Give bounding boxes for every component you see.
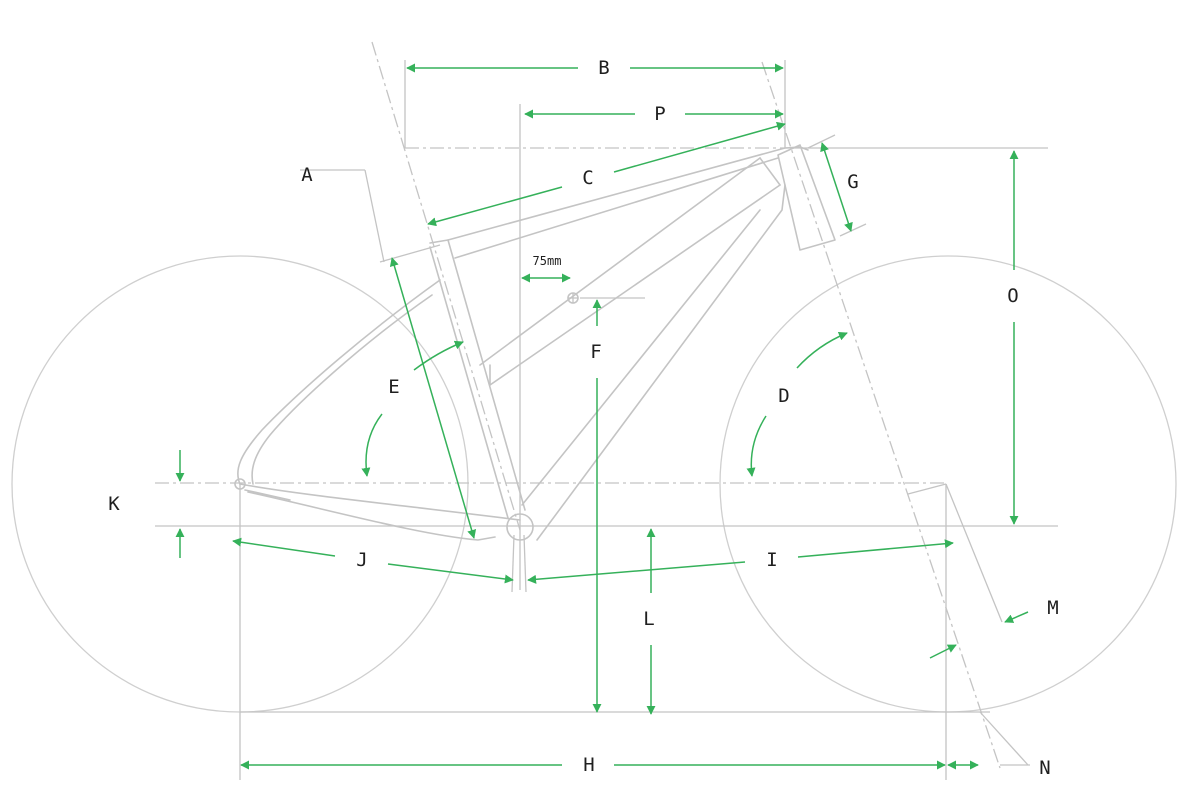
label-m: M xyxy=(1047,597,1058,619)
label-k: K xyxy=(108,493,120,515)
bike-frame xyxy=(234,144,836,541)
label-d: D xyxy=(778,385,789,407)
steering-axis xyxy=(761,61,1001,769)
label-p: P xyxy=(654,103,665,125)
label-i: I xyxy=(766,549,777,571)
label-j: J xyxy=(356,549,367,571)
label-o: O xyxy=(1007,285,1018,307)
reference-lines xyxy=(155,60,1058,780)
label-h: H xyxy=(583,754,594,776)
label-l: L xyxy=(643,608,654,630)
bottom-bracket xyxy=(506,513,534,541)
label-f: F xyxy=(590,341,601,363)
label-b: B xyxy=(598,57,609,79)
label-a: A xyxy=(301,164,313,186)
front-wheel xyxy=(719,255,1177,713)
seat-tube-axis xyxy=(371,41,521,531)
label-g: G xyxy=(847,171,858,193)
dimension-arrows xyxy=(175,63,1029,770)
label-n: N xyxy=(1039,757,1050,779)
label-offset: 75mm xyxy=(533,254,562,268)
label-e: E xyxy=(388,376,399,398)
label-c: C xyxy=(582,167,593,189)
